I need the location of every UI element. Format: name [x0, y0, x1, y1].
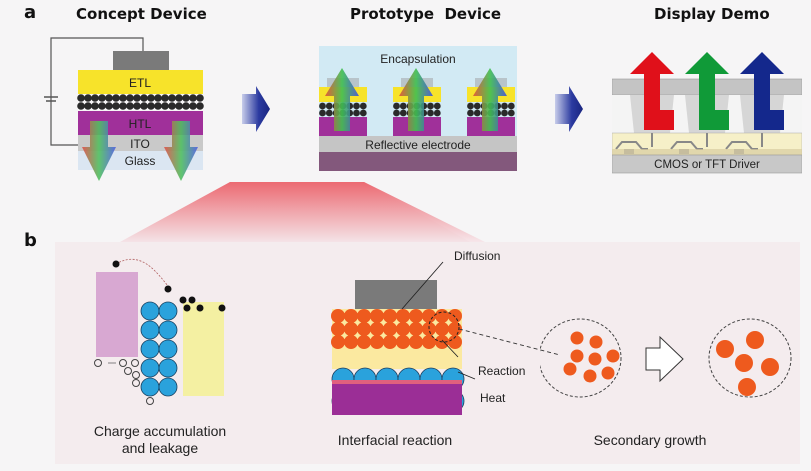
- emission-arrow: [473, 68, 507, 131]
- caption-charge-line2: and leakage: [121, 440, 199, 456]
- pixel-stack: [467, 68, 515, 136]
- prototype-device-title: Prototype Device: [350, 5, 502, 23]
- reaction-leader: [441, 339, 459, 358]
- large-particles-circle: [708, 318, 792, 398]
- reflective-electrode: [319, 136, 517, 152]
- caption-interfacial: Interfacial reaction: [337, 432, 453, 448]
- concept-device-title: Concept Device: [76, 5, 207, 23]
- htl-block: [96, 272, 138, 357]
- driver-label: CMOS or TFT Driver: [654, 159, 760, 171]
- pixel-stack: [319, 68, 367, 136]
- beam-trapezoid: [120, 182, 470, 242]
- secondary-growth-diagram: [540, 318, 792, 398]
- driver-layer: [612, 154, 802, 174]
- reflective-electrode-label: Reflective electrode: [365, 138, 471, 152]
- diffusion-leader: [401, 261, 444, 310]
- heat-interface: [332, 380, 462, 384]
- zoom-connector: [458, 328, 560, 356]
- htl-base: [332, 384, 462, 415]
- panel-a-letter: a: [24, 2, 37, 23]
- heat-leader: [457, 371, 476, 380]
- emission-arrow: [399, 68, 433, 131]
- ito-label: ITO: [130, 137, 150, 151]
- prototype-pixels: [319, 68, 515, 136]
- reaction-zoom-circle: [428, 311, 460, 343]
- large-particles: [716, 331, 779, 396]
- growth-arrow-icon: [645, 335, 684, 383]
- small-particles: [563, 331, 620, 383]
- electrode-block: [355, 280, 437, 310]
- concept-device-diagram: ETL HTL ITO Glass: [44, 37, 204, 181]
- display-demo-diagram: CMOS or TFT Driver: [612, 52, 802, 174]
- caption-charge-line1: Charge accumulation: [93, 423, 227, 439]
- emission-arrow: [325, 68, 359, 131]
- panel-b-letter: b: [24, 230, 37, 251]
- flow-arrow-2: [555, 86, 583, 132]
- reaction-label: Reaction: [478, 364, 525, 378]
- pixel-stack: [393, 68, 441, 136]
- prototype-device-diagram: Encapsulation Reflective electrode: [319, 46, 517, 171]
- electron: [112, 260, 120, 268]
- color-emission-arrow: [685, 52, 729, 130]
- etl-label: ETL: [129, 76, 151, 90]
- encapsulation-label: Encapsulation: [380, 52, 455, 66]
- htl-label: HTL: [129, 117, 152, 131]
- caption-secondary: Secondary growth: [593, 432, 707, 448]
- heat-label: Heat: [480, 391, 506, 405]
- display-demo-title: Display Demo: [654, 5, 770, 23]
- electron-path: [115, 258, 169, 287]
- electron: [164, 285, 172, 293]
- holes: [94, 359, 154, 405]
- diffusion-label: Diffusion: [454, 249, 500, 263]
- color-emission-arrow: [630, 52, 674, 130]
- circuit-wire: [50, 37, 144, 146]
- cathode: [113, 51, 169, 70]
- etl-layer: [78, 70, 203, 94]
- glass-label: Glass: [125, 154, 156, 168]
- charge-accumulation-diagram: [94, 258, 226, 405]
- emission-arrow-right: [164, 121, 198, 181]
- color-emission-arrow: [740, 52, 784, 130]
- substrate-layer: [319, 152, 517, 171]
- small-particles-circle: [540, 318, 622, 398]
- flow-arrow-1: [242, 86, 270, 132]
- qd-layer: [77, 94, 204, 110]
- emission-arrow-left: [82, 121, 116, 181]
- etl-block: [183, 302, 224, 396]
